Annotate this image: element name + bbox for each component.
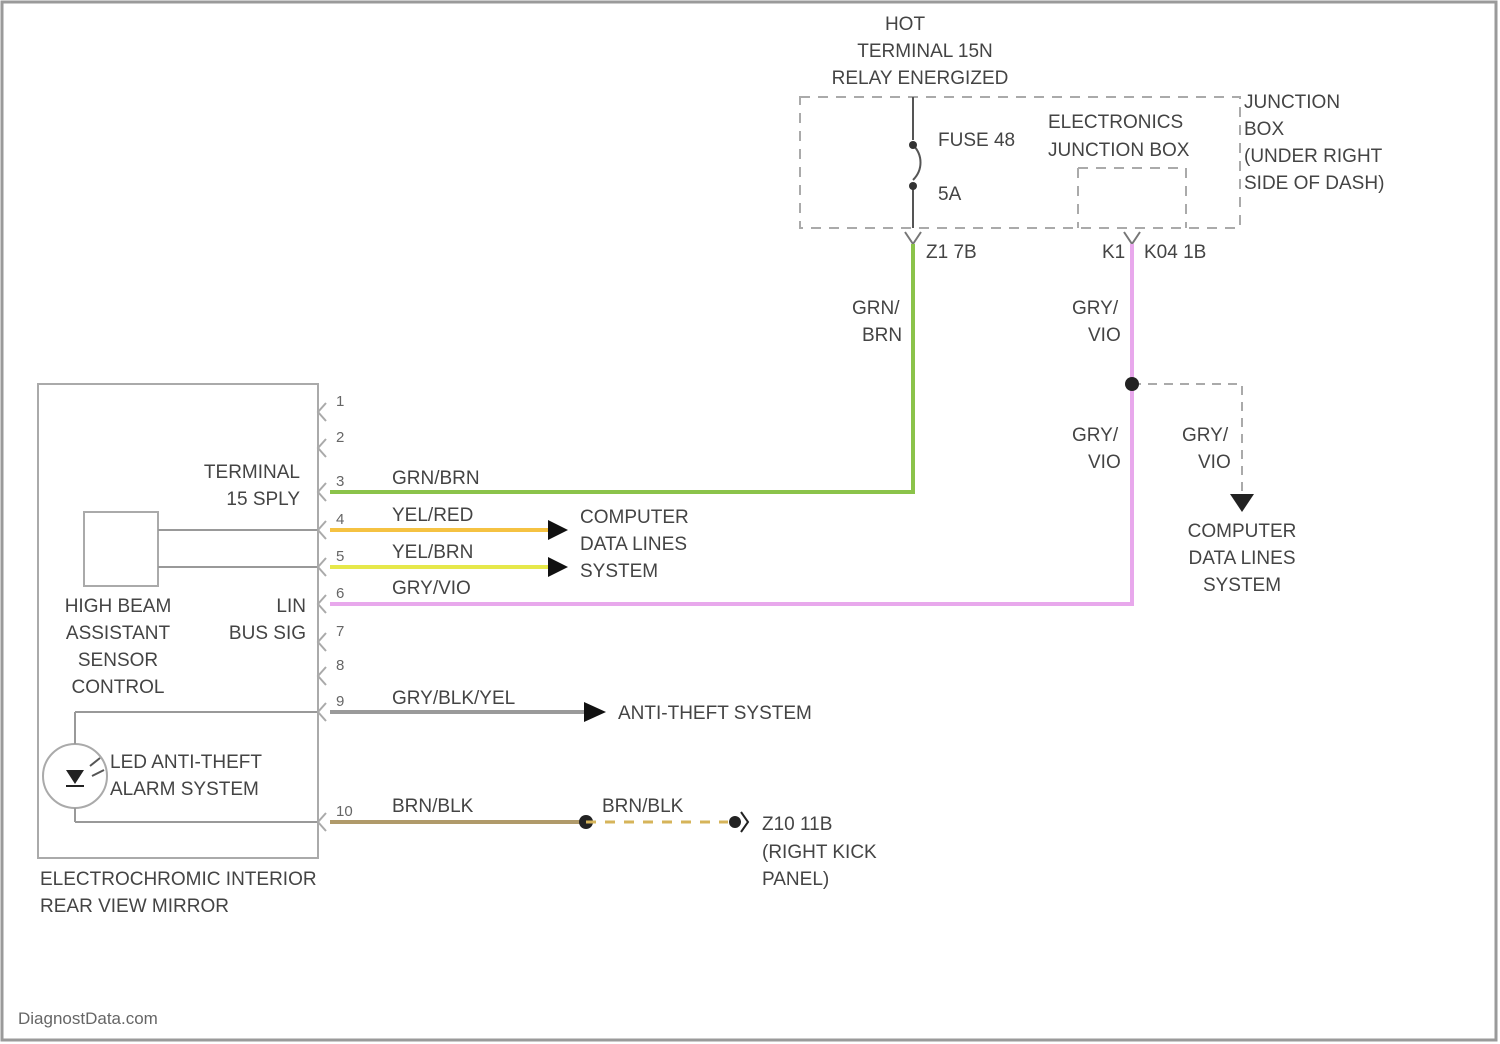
wire-label-pin6: GRY/VIO	[392, 578, 471, 599]
wire-label-gry-vio-branch-1: GRY/	[1182, 425, 1229, 446]
jb-label-4: SIDE OF DASH)	[1244, 173, 1384, 194]
anti-theft-label: ANTI-THEFT SYSTEM	[618, 703, 812, 724]
ground-symbol	[741, 812, 748, 832]
hot-label: HOT	[885, 14, 926, 35]
pin-connector-mark	[318, 633, 326, 651]
wire-label-pin5: YEL/BRN	[392, 542, 473, 563]
wire-label-gry-vio-top-2: VIO	[1088, 325, 1121, 346]
pin-connector-mark	[318, 483, 326, 501]
wire-label-gry-vio-top-1: GRY/	[1072, 298, 1119, 319]
pin-number-5: 5	[336, 548, 344, 565]
pin-connector-mark	[318, 558, 326, 576]
mirror-title-2: REAR VIEW MIRROR	[40, 896, 229, 917]
fuse-symbol	[913, 97, 921, 228]
arrow-yel-red	[548, 520, 568, 540]
pin-connector-mark	[318, 439, 326, 457]
pin-number-7: 7	[336, 623, 344, 640]
fuse-terminal-top	[909, 141, 917, 149]
hba-label-1: HIGH BEAM	[65, 596, 172, 617]
ground-location-label-2: PANEL)	[762, 869, 829, 890]
splice-gry-vio	[1125, 377, 1139, 391]
ground-location-label-1: (RIGHT KICK	[762, 842, 877, 863]
led-label-1: LED ANTI-THEFT	[110, 752, 262, 773]
mirror-title-1: ELECTROCHROMIC INTERIOR	[40, 869, 317, 890]
arrow-yel-brn	[548, 557, 568, 577]
terminal-15-label-2: 15 SPLY	[226, 489, 300, 510]
cdl-right-label-2: DATA LINES	[1189, 548, 1296, 569]
jb-label-1: JUNCTION	[1244, 92, 1340, 113]
hba-label-4: CONTROL	[72, 677, 165, 698]
arrow-cdl-right	[1230, 494, 1254, 512]
mirror-pin-connectors: 1 2 3 4 5 6 7 8 9 10	[318, 393, 353, 831]
wire-label-grn-brn-top-2: BRN	[862, 325, 902, 346]
fuse-terminal-bottom	[909, 182, 917, 190]
jb-label-2: BOX	[1244, 119, 1284, 140]
wire-label-pin3: GRN/BRN	[392, 468, 480, 489]
watermark: DiagnostData.com	[18, 1009, 158, 1028]
cdl-label-3: SYSTEM	[580, 561, 658, 582]
fuse-rating-label: 5A	[938, 184, 962, 205]
ejb-label-1: ELECTRONICS	[1048, 112, 1183, 133]
arrow-anti-theft	[584, 702, 606, 722]
wire-label-gry-vio-branch-2: VIO	[1198, 452, 1231, 473]
connector-k04-symbol	[1124, 232, 1140, 244]
pin-connector-mark	[318, 813, 326, 831]
connector-z1-7b-symbol	[905, 232, 921, 244]
pin-number-8: 8	[336, 657, 344, 674]
led-icon	[66, 770, 84, 784]
pin-number-6: 6	[336, 585, 344, 602]
wire-label-grn-brn-top-1: GRN/	[852, 298, 900, 319]
pin-number-9: 9	[336, 693, 344, 710]
led-ray-2	[92, 770, 104, 776]
terminal-15-label-1: TERMINAL	[204, 462, 300, 483]
cdl-right-label-3: SYSTEM	[1203, 575, 1281, 596]
lin-bus-label-2: BUS SIG	[229, 623, 306, 644]
fuse-name-label: FUSE 48	[938, 130, 1015, 151]
pin-connector-mark	[318, 403, 326, 421]
led-ray-1	[90, 758, 100, 766]
pin-connector-mark	[318, 521, 326, 539]
connector-k1-label: K1	[1102, 242, 1125, 263]
wire-label-pin10: BRN/BLK	[392, 796, 474, 817]
cdl-label-1: COMPUTER	[580, 507, 689, 528]
connector-k04-label: K04 1B	[1144, 242, 1206, 263]
ground-point	[729, 816, 741, 828]
led-label-2: ALARM SYSTEM	[110, 779, 259, 800]
lin-bus-label-1: LIN	[276, 596, 306, 617]
wire-label-gry-vio-mid-1: GRY/	[1072, 425, 1119, 446]
pin-connector-mark	[318, 703, 326, 721]
connector-z1-label: Z1 7B	[926, 242, 977, 263]
hba-label-3: SENSOR	[78, 650, 158, 671]
hba-label-2: ASSISTANT	[66, 623, 171, 644]
ejb-label-2: JUNCTION BOX	[1048, 140, 1190, 161]
wire-label-pin9: GRY/BLK/YEL	[392, 688, 515, 709]
cdl-right-label-1: COMPUTER	[1188, 521, 1297, 542]
cdl-label-2: DATA LINES	[580, 534, 687, 555]
pin-connector-mark	[318, 667, 326, 685]
pin-number-4: 4	[336, 511, 344, 528]
wire-grn-brn	[330, 244, 913, 492]
pin-number-1: 1	[336, 393, 344, 410]
relay-energized-label: RELAY ENERGIZED	[832, 68, 1009, 89]
wire-label-pin4: YEL/RED	[392, 505, 473, 526]
pin-number-10: 10	[336, 803, 353, 820]
hot-terminal-label: TERMINAL 15N	[857, 41, 993, 62]
pin-connector-mark	[318, 595, 326, 613]
wire-label-pin10-b: BRN/BLK	[602, 796, 684, 817]
hba-sensor-box	[84, 512, 158, 586]
pin-number-3: 3	[336, 473, 344, 490]
wire-label-gry-vio-mid-2: VIO	[1088, 452, 1121, 473]
jb-label-3: (UNDER RIGHT	[1244, 146, 1383, 167]
ground-id-label: Z10 11B	[762, 814, 832, 835]
pin-number-2: 2	[336, 429, 344, 446]
